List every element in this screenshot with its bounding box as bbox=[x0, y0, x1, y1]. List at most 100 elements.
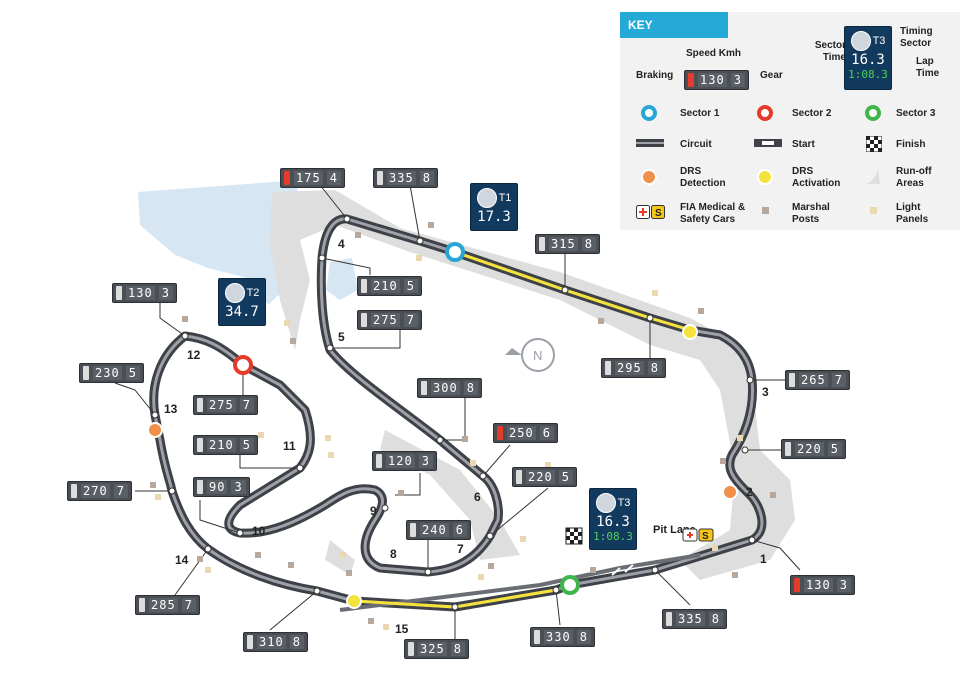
gear-value: 7 bbox=[113, 484, 128, 498]
timing-box-t2: T2 34.7 bbox=[218, 278, 266, 326]
drs-detection-icon bbox=[641, 169, 657, 185]
braking-indicator bbox=[247, 635, 253, 649]
braking-indicator bbox=[116, 286, 122, 300]
braking-indicator bbox=[789, 373, 795, 387]
runoff-icon bbox=[866, 170, 880, 184]
speed-value: 325 bbox=[418, 642, 447, 656]
turn-number: 13 bbox=[164, 402, 178, 416]
speed-value: 120 bbox=[386, 454, 415, 468]
key-sector1-label: Sector 1 bbox=[680, 108, 720, 119]
lap-time: 1:08.3 bbox=[593, 530, 633, 543]
circuit-icon bbox=[636, 139, 664, 147]
marshal-post-icon bbox=[762, 207, 769, 214]
turn-number: 3 bbox=[762, 385, 769, 399]
key-fia-medical-label: FIA Medical & Safety Cars bbox=[680, 202, 746, 225]
pit-lane bbox=[339, 553, 701, 612]
stopwatch-icon bbox=[476, 188, 497, 208]
gear-value: 8 bbox=[581, 237, 596, 251]
turn-number: 15 bbox=[395, 622, 409, 636]
key-circuit-label: Circuit bbox=[680, 139, 712, 150]
gear-value: 5 bbox=[827, 442, 842, 456]
speed-value: 210 bbox=[207, 438, 236, 452]
drs-activation-marker bbox=[346, 593, 362, 609]
speed-value: 230 bbox=[93, 366, 122, 380]
svg-text:S: S bbox=[702, 531, 709, 542]
braking-indicator bbox=[410, 523, 416, 537]
braking-indicator bbox=[284, 171, 290, 185]
braking-indicator bbox=[139, 598, 145, 612]
gear-value: 7 bbox=[181, 598, 196, 612]
sector2-marker bbox=[233, 355, 253, 375]
key-timing-sector-label: Timing Sector bbox=[900, 26, 933, 49]
drs-detection-marker bbox=[147, 422, 163, 438]
gear-value: 5 bbox=[558, 470, 573, 484]
speed-value: 220 bbox=[795, 442, 824, 456]
key-sector3-label: Sector 3 bbox=[896, 108, 936, 119]
braking-indicator bbox=[71, 484, 77, 498]
key-drs-detection-label: DRS Detection bbox=[680, 166, 726, 189]
gear-value: 7 bbox=[239, 398, 254, 412]
turn-number: 4 bbox=[338, 237, 345, 251]
sector1-marker bbox=[445, 242, 465, 262]
gear-value: 8 bbox=[289, 635, 304, 649]
key-sector-time-label: Sector Time bbox=[814, 40, 846, 63]
sector2-icon bbox=[757, 105, 773, 121]
key-runoff-label: Run-off Areas bbox=[896, 166, 932, 189]
timing-sector-name: T3 bbox=[617, 497, 631, 509]
light-panel-icon bbox=[870, 207, 877, 214]
turn-number: 1 bbox=[760, 552, 767, 566]
braking-indicator bbox=[534, 630, 540, 644]
gear-value: 3 bbox=[158, 286, 173, 300]
turn-number: 11 bbox=[283, 439, 296, 453]
stopwatch-icon bbox=[224, 283, 245, 303]
svg-text:N: N bbox=[533, 348, 542, 363]
speed-value: 130 bbox=[126, 286, 155, 300]
gear-value: 3 bbox=[836, 578, 851, 592]
start-icon bbox=[754, 139, 782, 147]
timing-sector-name: T2 bbox=[246, 287, 260, 299]
runoff-area bbox=[270, 190, 795, 580]
speed-value: 275 bbox=[371, 313, 400, 327]
gear-value: 6 bbox=[539, 426, 554, 440]
gear-value: 4 bbox=[326, 171, 341, 185]
turn-number: 10 bbox=[252, 524, 266, 538]
speed-value: 90 bbox=[207, 480, 228, 494]
speed-value: 275 bbox=[207, 398, 236, 412]
braking-indicator bbox=[408, 642, 414, 656]
key-marshal-label: Marshal Posts bbox=[792, 202, 830, 225]
turn-number: 8 bbox=[390, 547, 397, 561]
callout-lines bbox=[114, 184, 801, 640]
stopwatch-icon bbox=[595, 493, 616, 513]
braking-indicator bbox=[376, 454, 382, 468]
turn-number: 2 bbox=[746, 485, 753, 499]
key-start-label: Start bbox=[792, 139, 815, 150]
turn-number: 7 bbox=[457, 542, 464, 556]
braking-indicator bbox=[197, 480, 203, 494]
braking-indicator bbox=[361, 313, 367, 327]
key-gear-label: Gear bbox=[760, 70, 783, 81]
key-speed-label: Speed Kmh bbox=[686, 48, 742, 59]
key-light-panels-label: Light Panels bbox=[896, 202, 929, 225]
braking-indicator bbox=[197, 438, 203, 452]
turn-number: 5 bbox=[338, 330, 345, 344]
braking-indicator bbox=[516, 470, 522, 484]
turn-number: 6 bbox=[474, 490, 481, 504]
water-area bbox=[138, 180, 300, 305]
speed-value: 210 bbox=[371, 279, 400, 293]
track-markers bbox=[151, 215, 756, 611]
